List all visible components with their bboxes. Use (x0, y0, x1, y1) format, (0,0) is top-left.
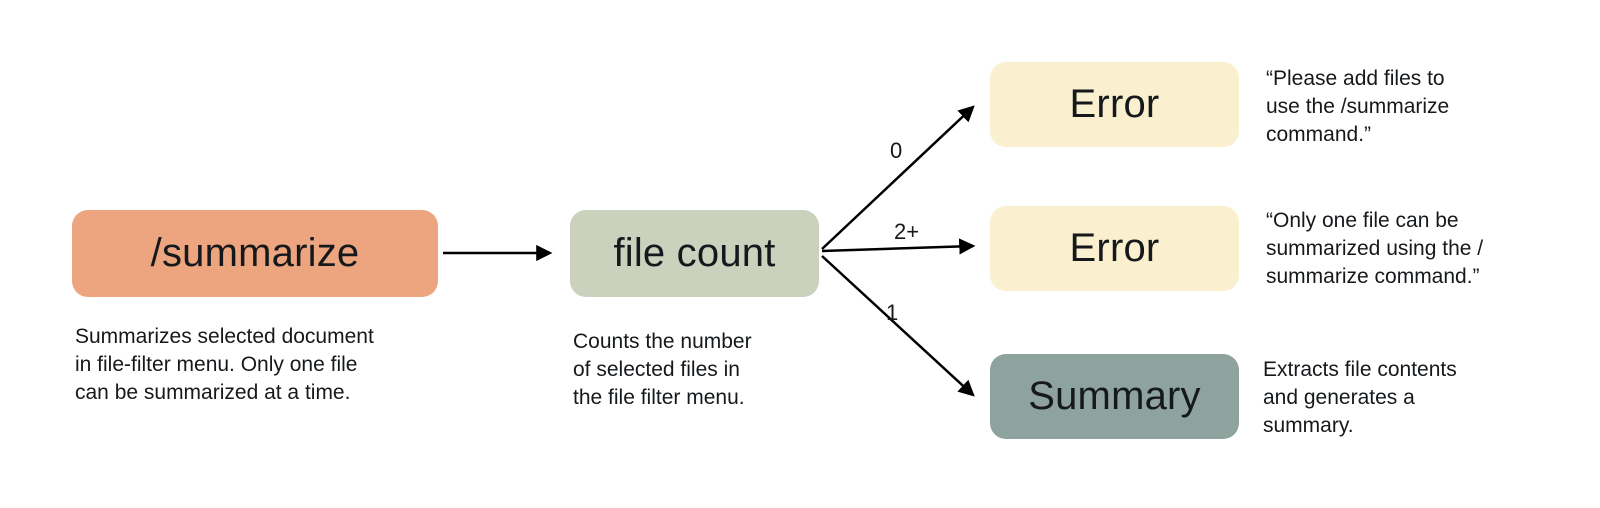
error-zero-files-note: “Please add files to use the /summarize … (1266, 67, 1450, 146)
node-summarize: /summarize (72, 210, 438, 297)
node-error-multiple-files-label: Error (1069, 226, 1160, 270)
summarize-caption: Summarizes selected document in file-fil… (75, 325, 374, 404)
node-summary: Summary (990, 354, 1239, 439)
edge-label-two-plus: 2+ (894, 219, 920, 244)
edge-label-zero: 0 (890, 138, 903, 163)
node-error-zero-files-label: Error (1069, 82, 1160, 126)
edge-label-one: 1 (886, 300, 899, 325)
node-summary-label: Summary (1028, 374, 1201, 418)
node-error-multiple-files: Error (990, 206, 1239, 291)
node-file-count-label: file count (613, 231, 776, 275)
arrow-filecount-to-error-twoplus (821, 238, 976, 255)
summary-note: Extracts file contents and generates a s… (1263, 358, 1457, 437)
error-multiple-files-note: “Only one file can be summarized using t… (1266, 209, 1484, 288)
node-error-zero-files: Error (990, 62, 1239, 147)
node-file-count: file count (570, 210, 819, 297)
node-summarize-label: /summarize (150, 231, 360, 275)
file-count-caption: Counts the number of selected files in t… (573, 330, 752, 409)
